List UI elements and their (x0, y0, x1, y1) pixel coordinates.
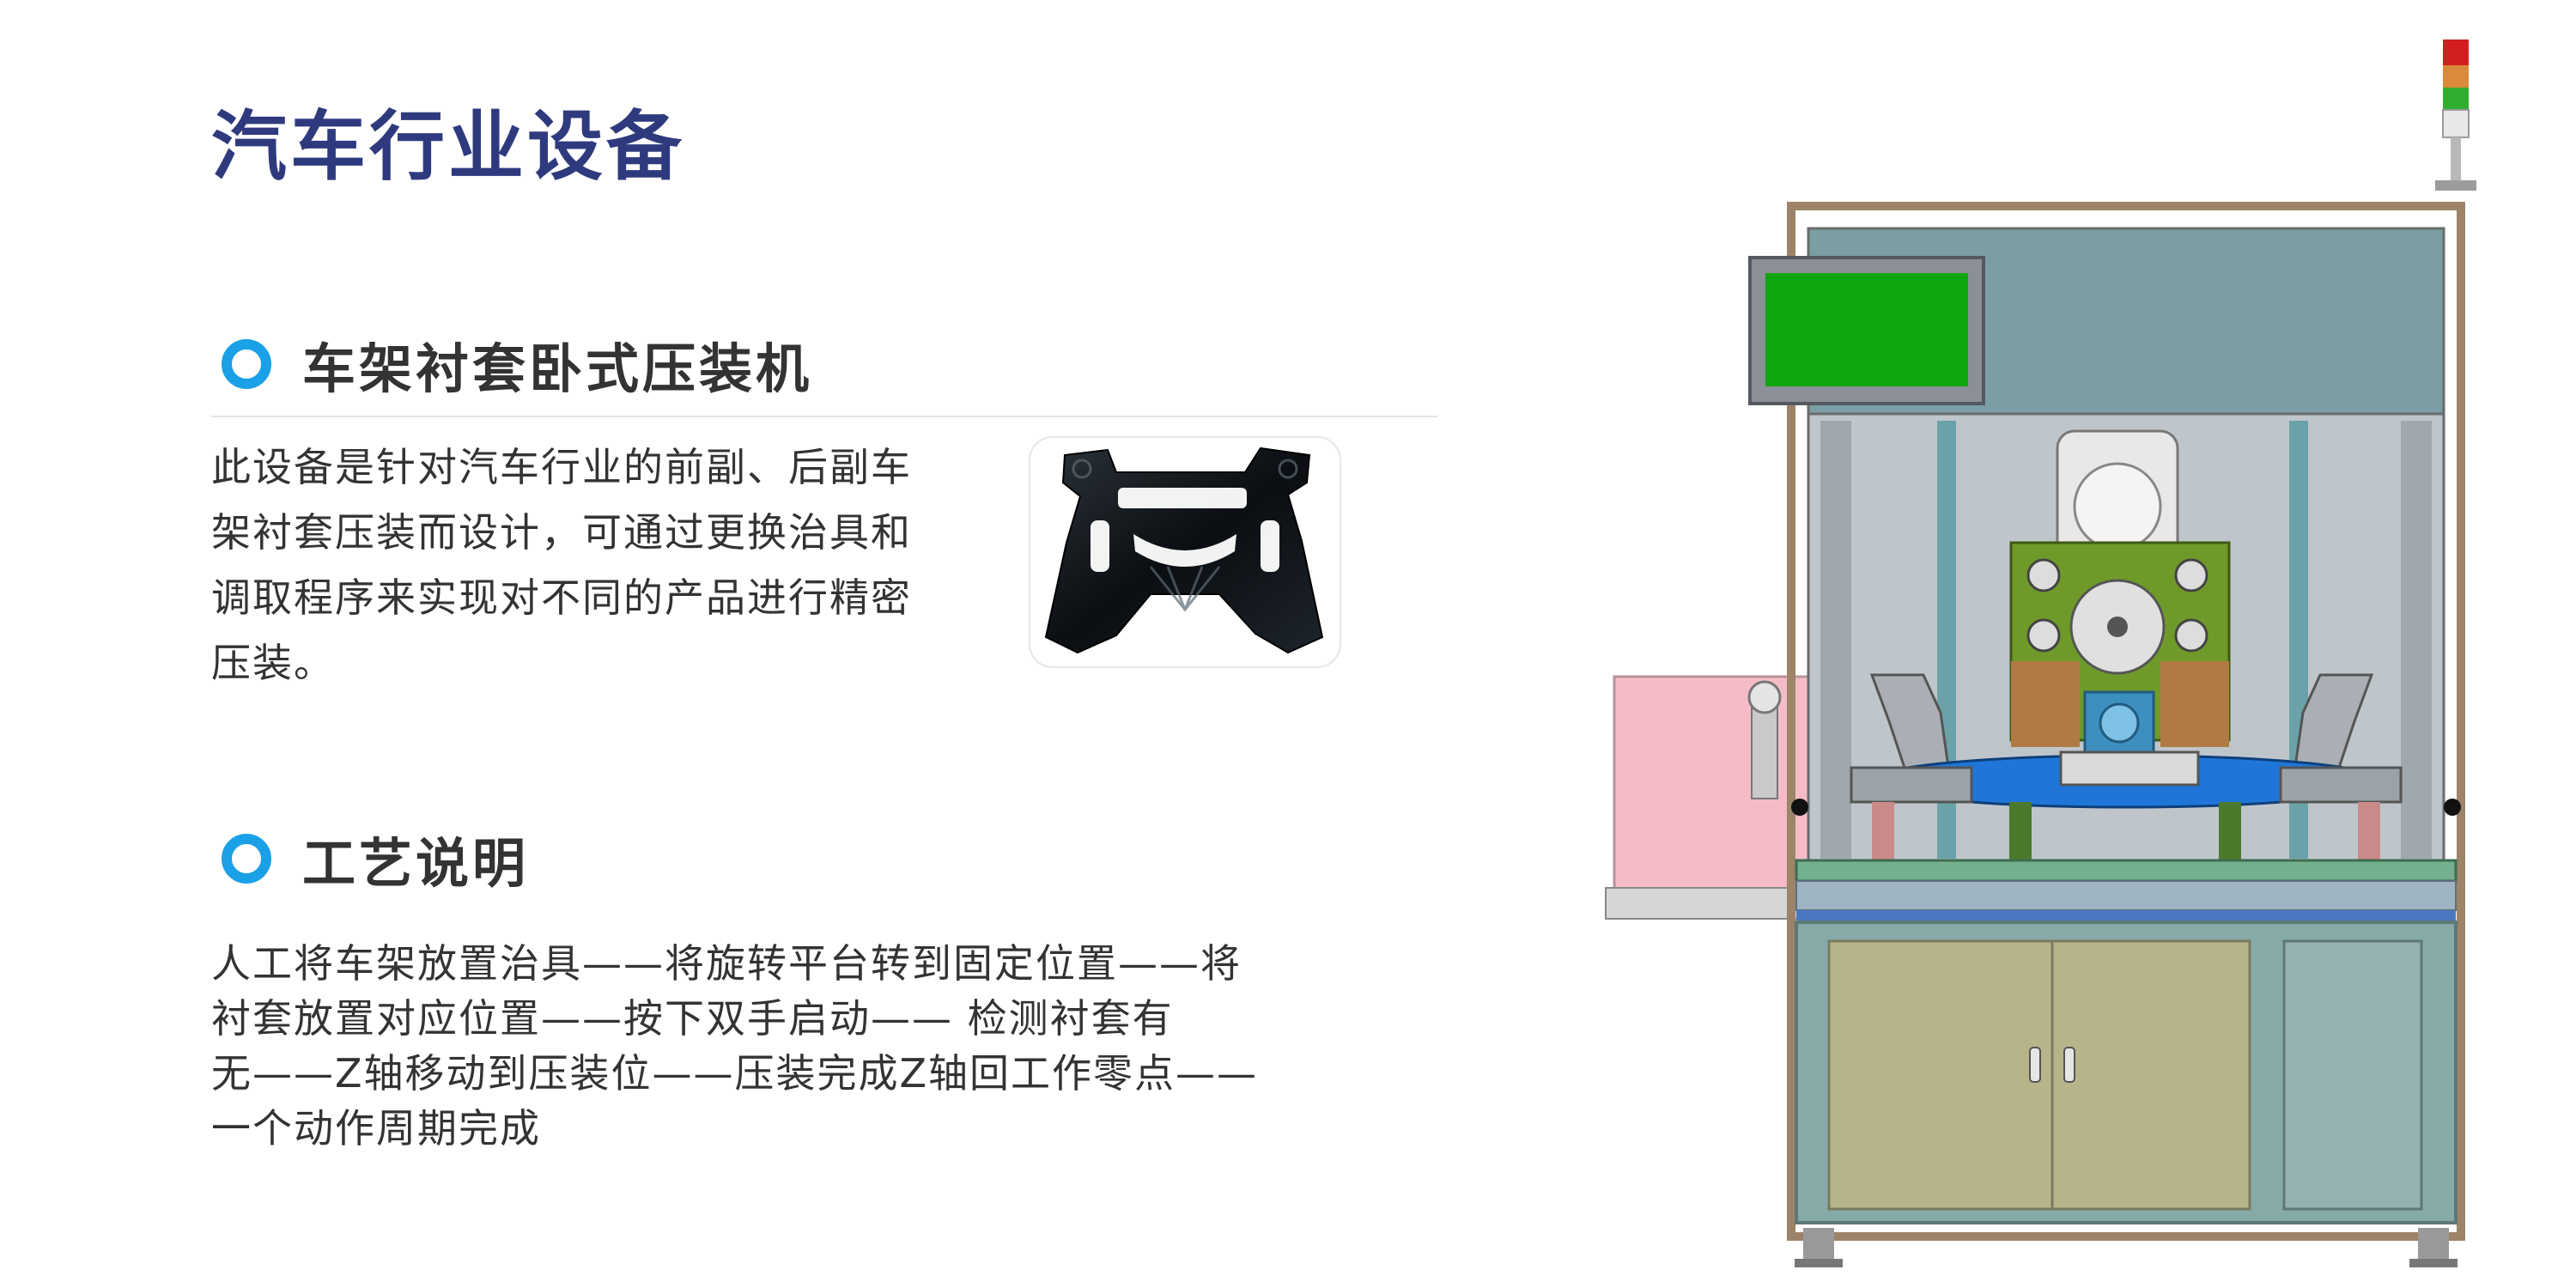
page-title: 汽车行业设备 (211, 102, 686, 191)
section-title: 工艺说明 (302, 832, 530, 895)
section-divider (211, 416, 1437, 417)
section-heading-machine: 车架衬套卧式压装机 (222, 330, 812, 400)
signal-tower-icon (2435, 39, 2476, 191)
machine-illustration (1605, 39, 2476, 1267)
subframe-image (1044, 447, 1324, 654)
product-thumbnail (1029, 436, 1341, 668)
bullet-circle-icon (222, 339, 271, 389)
section-title: 车架衬套卧式压装机 (302, 337, 813, 400)
machine-description: 此设备是针对汽车行业的前副、后副车 架衬套压装而设计，可通过更换治具和 调取程序… (211, 444, 912, 686)
process-description: 人工将车架放置治具——将旋转平台转到固定位置——将 衬套放置对应位置——按下双手… (211, 940, 1259, 1151)
bullet-circle-icon (222, 834, 271, 884)
section-heading-process: 工艺说明 (222, 824, 529, 895)
